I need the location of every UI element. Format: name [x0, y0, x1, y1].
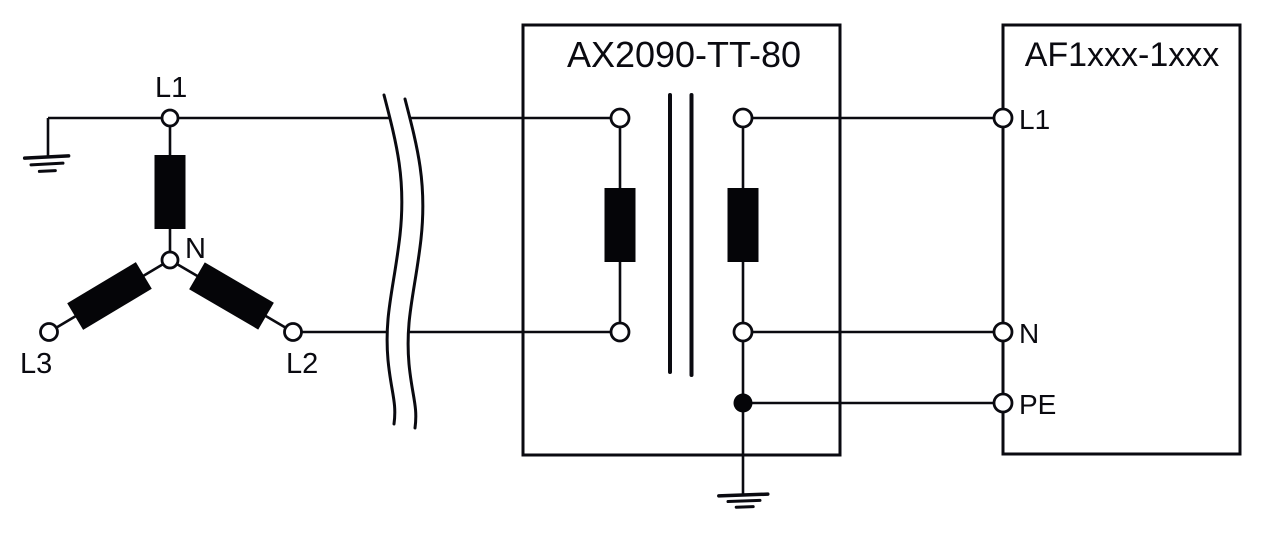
drive-n-node — [992, 321, 1014, 343]
drive-l1-node — [992, 107, 1014, 129]
primary-winding-icon — [604, 188, 636, 262]
earth-ground-bottom-icon — [717, 492, 770, 509]
secondary-winding-icon — [727, 188, 759, 262]
winding-l2-icon — [189, 262, 274, 330]
drive-n-label: N — [1019, 318, 1039, 349]
three-phase-source-labels: L1 N L3 L2 — [20, 72, 318, 380]
source-n-node — [160, 250, 180, 270]
pe-junction-dot — [733, 393, 753, 413]
drive-box — [1001, 23, 1242, 456]
drive-terminal-labels: L1 N PE — [1019, 104, 1056, 420]
drive-l1-label: L1 — [1019, 104, 1050, 135]
earth-ground-left-icon — [22, 154, 71, 173]
secondary-top-node — [732, 107, 754, 129]
transformer-title: AX2090-TT-80 — [567, 34, 801, 75]
drive-pe-node — [992, 392, 1014, 414]
primary-bottom-node — [609, 321, 631, 343]
transformer-box — [521, 23, 842, 457]
drive-title: AF1xxx-1xxx — [1025, 36, 1220, 74]
secondary-bottom-node — [732, 321, 754, 343]
winding-l3-icon — [67, 262, 152, 330]
transformer-core-icon — [668, 93, 694, 377]
source-l3-node — [39, 322, 59, 342]
drive-pe-label: PE — [1019, 389, 1056, 420]
source-l3-label: L3 — [20, 348, 52, 380]
source-n-label: N — [185, 233, 206, 265]
wiring — [46, 116, 1003, 494]
source-l1-label: L1 — [155, 72, 187, 104]
source-l2-node — [283, 322, 303, 342]
winding-l1-icon — [154, 155, 186, 229]
primary-top-node — [609, 107, 631, 129]
source-l1-node — [160, 108, 180, 128]
cable-break-icon — [382, 93, 425, 430]
source-l2-label: L2 — [286, 348, 318, 380]
